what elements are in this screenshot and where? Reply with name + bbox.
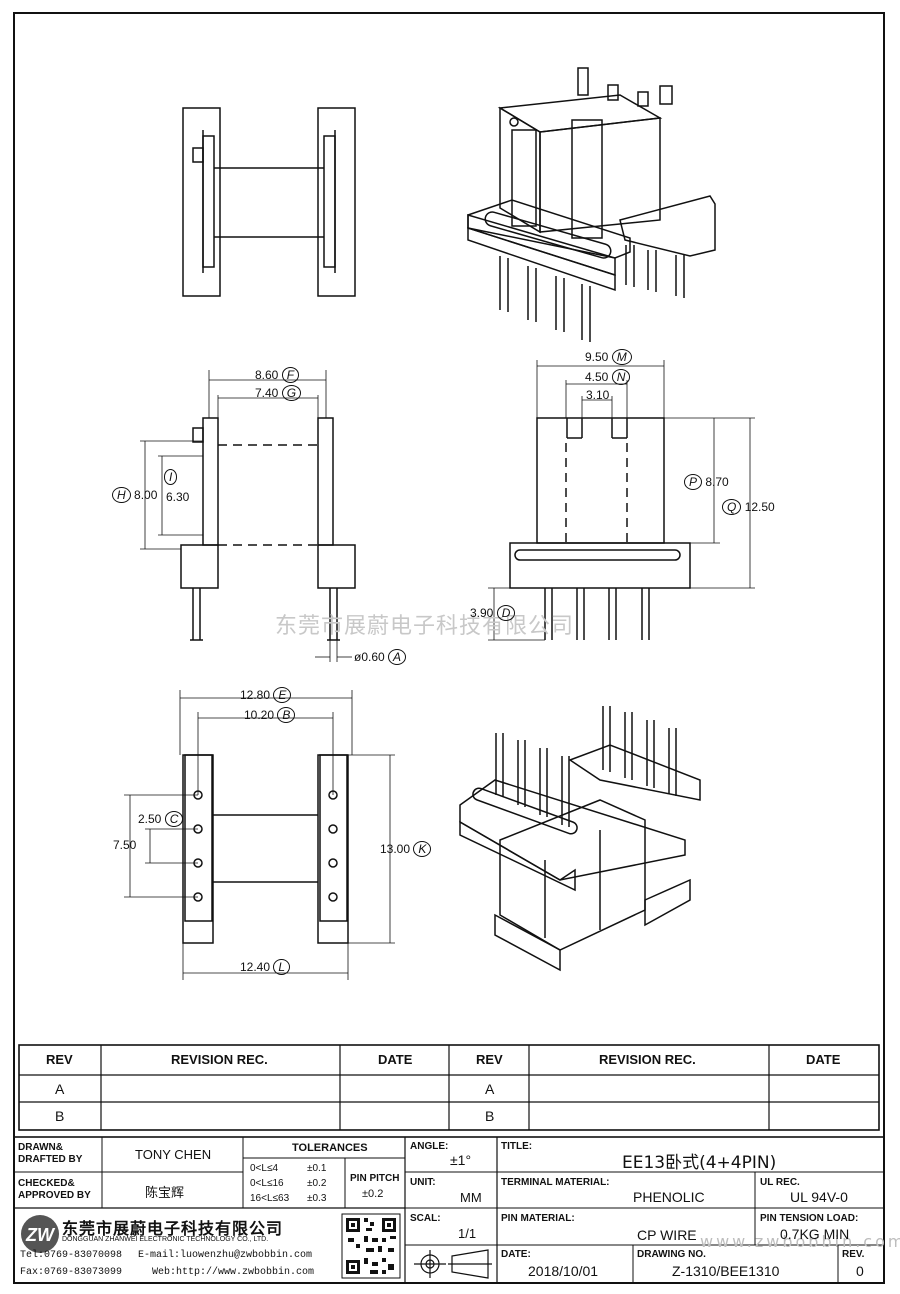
- ul-rec-label: UL REC.: [760, 1177, 800, 1188]
- dim-bottom-left-1: 7.50: [113, 838, 137, 852]
- title-block-grid: [13, 1136, 885, 1284]
- dim-front-left-2-value: 6.30: [166, 490, 190, 504]
- dim-side-right-1: P 8.70: [684, 474, 729, 490]
- unit-value: MM: [460, 1190, 482, 1205]
- angle-value: ±1°: [450, 1152, 472, 1168]
- checked-label: CHECKED& APPROVED BY: [18, 1178, 91, 1201]
- dim-bottom-right: 13.00 K: [380, 841, 432, 857]
- dim-front-left-2: I: [164, 469, 178, 485]
- tol-row-3-value: ±0.3: [307, 1193, 327, 1204]
- pin-material-value: CP WIRE: [637, 1227, 697, 1243]
- rev-row-a-right: A: [485, 1081, 495, 1097]
- terminal-material-label: TERMINAL MATERIAL:: [501, 1177, 610, 1188]
- dim-bottom-left-2: 2.50 C: [138, 811, 184, 827]
- bottom-dim-lines: [124, 690, 395, 980]
- dim-front-top-2: 7.40 G: [255, 385, 302, 401]
- front-dim-lines: [140, 370, 352, 662]
- iso-view-bottom: [459, 706, 701, 972]
- tolerances-label: TOLERANCES: [292, 1142, 368, 1154]
- pin-tension-value: 0.7KG MIN: [780, 1226, 850, 1242]
- scale-label: SCAL:: [410, 1213, 441, 1224]
- rev-header-rev-1: REV: [46, 1052, 73, 1067]
- rev-row-a-left: A: [55, 1081, 65, 1097]
- dim-side-right-2: Q 12.50: [722, 499, 775, 515]
- dim-front-left-1: H 8.00: [112, 487, 157, 503]
- drawing-no-label: DRAWING NO.: [637, 1249, 706, 1260]
- title-label: TITLE:: [501, 1141, 533, 1152]
- tol-row-1-range: 0<L≤4: [250, 1163, 279, 1174]
- company-name-cn: 东莞市展蔚电子科技有限公司: [62, 1219, 284, 1238]
- title-value: EE13卧式(4+4PIN): [622, 1153, 777, 1173]
- company-email: E-mail:luowenzhu@zwbobbin.com: [138, 1250, 313, 1261]
- rev-header-rec-1: REVISION REC.: [171, 1052, 268, 1067]
- dim-bottom-top-1: 12.80 E: [240, 687, 292, 703]
- ul-rec-value: UL 94V-0: [790, 1189, 848, 1205]
- angle-label: ANGLE:: [410, 1141, 449, 1152]
- drawing-no-value: Z-1310/BEE1310: [672, 1263, 780, 1279]
- pin-tension-label: PIN TENSION LOAD:: [760, 1213, 859, 1224]
- dim-bottom-bottom: 12.40 L: [240, 959, 291, 975]
- projection-symbol: [414, 1249, 492, 1279]
- watermark-url: www.zwbobbin.com: [700, 1232, 900, 1251]
- rev-header-date-1: DATE: [378, 1052, 413, 1067]
- dim-bottom-top-2: 10.20 B: [244, 707, 296, 723]
- dim-side-pin: 3.90 D: [470, 605, 516, 621]
- dim-side-top-1: 9.50 M: [585, 349, 632, 365]
- svg-text:ZW: ZW: [25, 1225, 56, 1245]
- revision-table-grid: [18, 1044, 880, 1131]
- pin-pitch-value: ±0.2: [362, 1188, 384, 1200]
- side-view: [509, 417, 691, 640]
- rev-row-b-left: B: [55, 1108, 65, 1124]
- iso-view-top: [467, 67, 716, 342]
- dim-side-top-2: 4.50 N: [585, 369, 631, 385]
- drawn-value: TONY CHEN: [135, 1147, 212, 1162]
- top-view: [182, 107, 356, 297]
- rev-label: REV.: [842, 1249, 865, 1260]
- pin-pitch-label: PIN PITCH: [350, 1173, 400, 1184]
- rev-row-b-right: B: [485, 1108, 495, 1124]
- dim-pin-diameter: ø0.60 A: [354, 649, 407, 665]
- company-logo: ZW: [21, 1215, 59, 1253]
- company-fax: Fax:0769-83073099: [20, 1267, 123, 1278]
- date-value: 2018/10/01: [528, 1263, 599, 1279]
- bottom-view: [182, 754, 349, 944]
- qr-code: [341, 1213, 401, 1279]
- date-label: DATE:: [501, 1249, 531, 1260]
- rev-header-rev-2: REV: [476, 1052, 503, 1067]
- pin-material-label: PIN MATERIAL:: [501, 1213, 575, 1224]
- rev-header-date-2: DATE: [806, 1052, 841, 1067]
- tol-row-2-range: 0<L≤16: [250, 1178, 284, 1189]
- unit-label: UNIT:: [410, 1177, 436, 1188]
- tol-row-2-value: ±0.2: [307, 1178, 327, 1189]
- side-dim-lines: [488, 360, 755, 641]
- rev-header-rec-2: REVISION REC.: [599, 1052, 696, 1067]
- company-name-en: DONGGUAN ZHANWEI ELECTRONIC TECHNOLOGY C…: [62, 1236, 269, 1243]
- dim-side-top-3: 3.10: [586, 388, 610, 402]
- terminal-material-value: PHENOLIC: [633, 1189, 705, 1205]
- front-view: [180, 417, 356, 641]
- tol-row-1-value: ±0.1: [307, 1163, 327, 1174]
- watermark-company: 东莞市展蔚电子科技有限公司: [275, 614, 575, 639]
- rev-value: 0: [856, 1263, 864, 1279]
- dim-front-top-1: 8.60 F: [255, 367, 300, 383]
- scale-value: 1/1: [458, 1226, 477, 1241]
- company-web: Web:http://www.zwbobbin.com: [152, 1267, 315, 1278]
- checked-value: 陈宝辉: [145, 1185, 185, 1200]
- tol-row-3-range: 16<L≤63: [250, 1193, 290, 1204]
- company-tel: Tel:0769-83070098: [20, 1250, 123, 1261]
- drawn-label: DRAWN& DRAFTED BY: [18, 1142, 83, 1165]
